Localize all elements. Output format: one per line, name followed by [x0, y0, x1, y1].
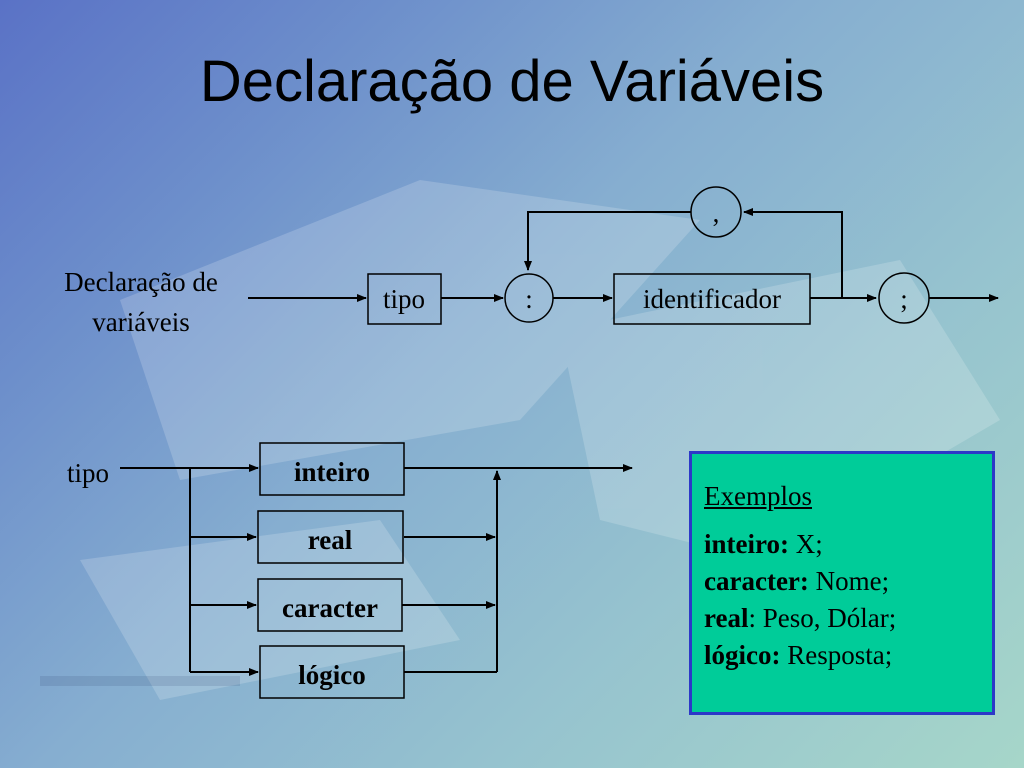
bg-shape-1 — [120, 180, 700, 480]
example-line-inteiro: inteiro: X; — [704, 526, 992, 563]
box-real-label: real — [308, 525, 353, 555]
circle-comma-label: , — [713, 198, 720, 228]
example-line-real: real: Peso, Dólar; — [704, 600, 992, 637]
box-inteiro-label: inteiro — [294, 457, 370, 487]
example-value: Resposta; — [780, 640, 893, 670]
example-value: X; — [788, 529, 823, 559]
declaration-label-line2: variáveis — [92, 307, 189, 337]
bg-shape-3 — [80, 520, 460, 700]
loop-arrow-to-comma — [743, 208, 843, 298]
example-line-caracter: caracter: Nome; — [704, 563, 992, 600]
circle-semicolon-label: ; — [900, 284, 908, 314]
box-tipo-label: tipo — [383, 284, 425, 314]
bg-stripe — [40, 676, 240, 686]
example-key: lógico: — [704, 640, 781, 670]
examples-title: Exemplos — [704, 481, 812, 511]
example-key: caracter: — [704, 566, 809, 596]
circle-colon-label: : — [525, 284, 533, 314]
example-key: inteiro: — [704, 529, 789, 559]
example-value: : Peso, Dólar; — [748, 603, 897, 633]
declaration-label-line1: Declaração de — [64, 267, 218, 297]
loop-arrow-comma-to-colon — [524, 211, 691, 271]
example-key: real — [704, 603, 749, 633]
box-caracter-label: caracter — [282, 593, 378, 623]
box-logico-label: lógico — [298, 660, 366, 690]
box-real — [257, 510, 404, 564]
tipo-start-label: tipo — [67, 458, 109, 488]
example-value: Nome; — [808, 566, 890, 596]
example-line-logico: lógico: Resposta; — [704, 637, 992, 674]
bg-shape-2 — [560, 260, 1000, 560]
slide-title: Declaração de Variáveis — [199, 49, 825, 114]
examples-box: Exemplos inteiro: X; caracter: Nome; rea… — [689, 451, 995, 715]
box-identificador-label: identificador — [643, 284, 781, 314]
